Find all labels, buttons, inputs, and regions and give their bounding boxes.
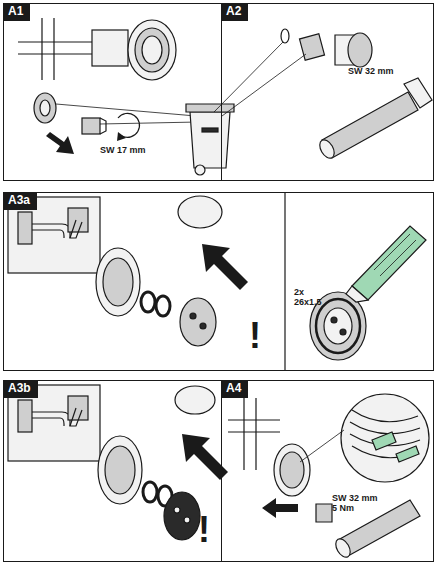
cartridge [164,492,200,540]
cartridge-hole [190,313,196,319]
cartridge-face [324,308,352,344]
leader-line [214,42,306,116]
o-ring [281,29,289,43]
callout-text: ! [198,509,210,550]
o-ring [156,296,170,316]
cartridge-hole [184,517,190,523]
turn-arrow-head [117,132,126,141]
bin-label [202,128,218,132]
grease-tube [352,226,426,300]
bin-lid [186,104,234,112]
socket-end [333,536,353,559]
callout-text: SW 32 mm 5 Nm [332,493,382,514]
nut-edge [100,118,106,134]
lever [70,220,82,238]
socket-head [404,78,432,108]
fitting-thread [135,28,169,72]
fitting [175,386,215,414]
fitting [128,20,176,80]
insert-part [316,504,332,522]
spout [32,412,70,426]
step-panel: A3b! [3,380,222,562]
tube-nozzle [346,286,368,302]
turn-arrow [118,113,139,137]
fitting [274,444,310,496]
cartridge-hole [200,323,206,329]
fitting-thread [105,446,135,494]
nut [82,118,100,134]
fitting [98,436,142,504]
cartridge-hole [340,329,346,335]
fitting [178,196,222,228]
spout-plate [18,400,32,432]
cartridge-hole [331,317,337,323]
o-ring [316,299,360,353]
step-panel: A3a! 2x 26x1,5 [3,192,434,371]
direction-arrow [46,132,74,154]
waste-bin [190,112,230,168]
leader-line [56,104,198,124]
lever [70,408,82,426]
cartridge [180,298,216,346]
fitting-thread [280,452,304,488]
leader-line [300,430,344,462]
fitting [96,248,140,316]
o-ring [141,292,155,312]
step-label: A3b [3,380,38,398]
step-panel: A2 SW 32 mm [221,3,434,181]
spout-plate [18,212,32,244]
step-label: A2 [221,3,248,21]
step-panel: A1 SW 17 mm [3,3,222,181]
fitting-bore [142,36,162,64]
bin-wheel [195,165,205,175]
seal-ring-hole [40,100,50,116]
step-label: A3a [3,192,37,210]
callout-text: SW 32 mm [348,66,394,76]
direction-arrow [202,244,248,290]
handle-plate [68,396,88,420]
socket-tool [322,92,418,158]
callout-text: ! [249,315,261,356]
valve-body [92,30,128,66]
pipe [228,398,280,470]
fitting-thread [103,258,133,306]
seal-ring [34,93,56,123]
fitting-thread [348,33,372,67]
pipe [18,18,100,80]
cartridge-hole [174,507,180,513]
detail-circle [341,394,429,482]
step-label: A1 [3,3,30,21]
o-ring [143,482,157,502]
tube-stripe [374,234,416,276]
callout-text: SW 17 mm [100,145,146,155]
grease-mark [372,432,419,462]
handle-plate [68,208,88,232]
callout-text: 2x 26x1,5 [294,287,322,308]
direction-arrow [262,498,298,518]
divider [284,192,285,370]
socket-end [317,137,337,160]
spout [32,224,70,238]
step-label: A4 [221,380,248,398]
step-panel: A4 SW 32 mm 5 Nm [221,380,434,562]
